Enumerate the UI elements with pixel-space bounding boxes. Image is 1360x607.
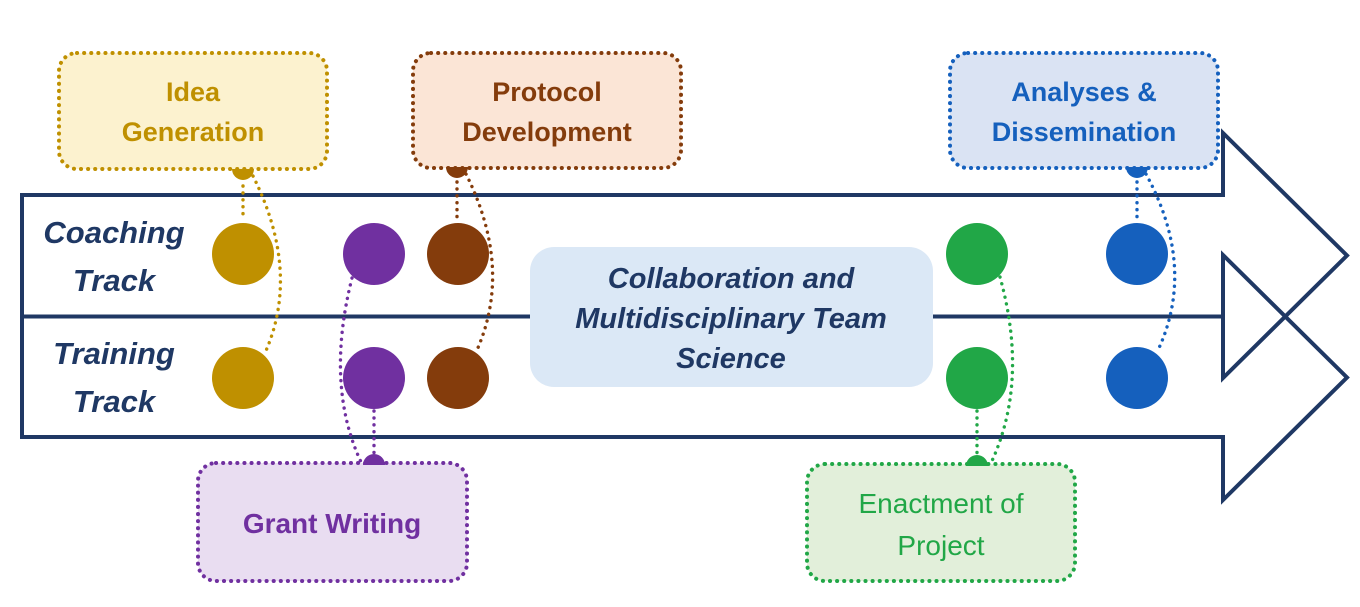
- protocol-development-box: [411, 51, 683, 170]
- enactment-of-project-anchor: [966, 455, 988, 466]
- dot-training-analyses-dissemination: [1106, 347, 1168, 409]
- dot-training-enactment-of-project: [946, 347, 1008, 409]
- dot-coaching-analyses-dissemination: [1106, 223, 1168, 285]
- dot-training-protocol-development: [427, 347, 489, 409]
- coaching-track-label-line2: Track: [73, 263, 157, 298]
- analyses-dissemination-label-line1: Analyses &: [1011, 77, 1157, 107]
- protocol-development-anchor: [446, 167, 468, 178]
- analyses-dissemination-anchor: [1126, 167, 1148, 178]
- analyses-dissemination-box: [948, 51, 1220, 170]
- stage-callouts: [57, 51, 1220, 583]
- coaching-track-label-line1: Coaching: [43, 215, 184, 250]
- connectors: [241, 172, 1177, 465]
- idea-generation-label-line1: Idea: [166, 77, 221, 107]
- dot-training-idea-generation: [212, 347, 274, 409]
- idea-generation-label-line2: Generation: [122, 117, 265, 147]
- idea-generation-box: [57, 51, 329, 171]
- callout-anchors: [232, 167, 1148, 466]
- dot-coaching-enactment-of-project: [946, 223, 1008, 285]
- connector-analyses-dissemination-training: [1144, 172, 1177, 350]
- enactment-of-project-label-line2: Project: [897, 530, 984, 561]
- dot-coaching-idea-generation: [212, 223, 274, 285]
- training-track-arrow: [20, 250, 1350, 505]
- center-callout-box: [530, 247, 933, 387]
- analyses-dissemination-label-line2: Dissemination: [992, 117, 1177, 147]
- connector-idea-generation-training: [251, 174, 283, 355]
- grant-writing-label: Grant Writing: [243, 508, 421, 539]
- protocol-development-label-line1: Protocol: [492, 77, 602, 107]
- track-arrows: [20, 128, 1350, 505]
- grant-writing-anchor: [363, 454, 385, 465]
- labels: Coaching Track Training Track Idea Gener…: [43, 77, 1176, 561]
- dot-coaching-grant-writing: [343, 223, 405, 285]
- enactment-of-project-label-line1: Enactment of: [859, 488, 1024, 519]
- training-track-label-line1: Training: [53, 336, 175, 371]
- center-callout-label-line1: Collaboration and: [608, 263, 856, 295]
- dot-coaching-protocol-development: [427, 223, 489, 285]
- connector-protocol-development-training: [464, 172, 495, 352]
- enactment-of-project-box: [805, 462, 1077, 583]
- training-track-label-line2: Track: [73, 384, 157, 419]
- idea-generation-anchor: [232, 169, 254, 180]
- stage-dots: [212, 223, 1168, 409]
- protocol-development-label-line2: Development: [462, 117, 632, 147]
- grant-writing-box: [196, 461, 469, 583]
- center-callout-label-line3: Science: [676, 343, 786, 375]
- center-callout-label-line2: Multidisciplinary Team: [575, 303, 887, 335]
- dot-training-grant-writing: [343, 347, 405, 409]
